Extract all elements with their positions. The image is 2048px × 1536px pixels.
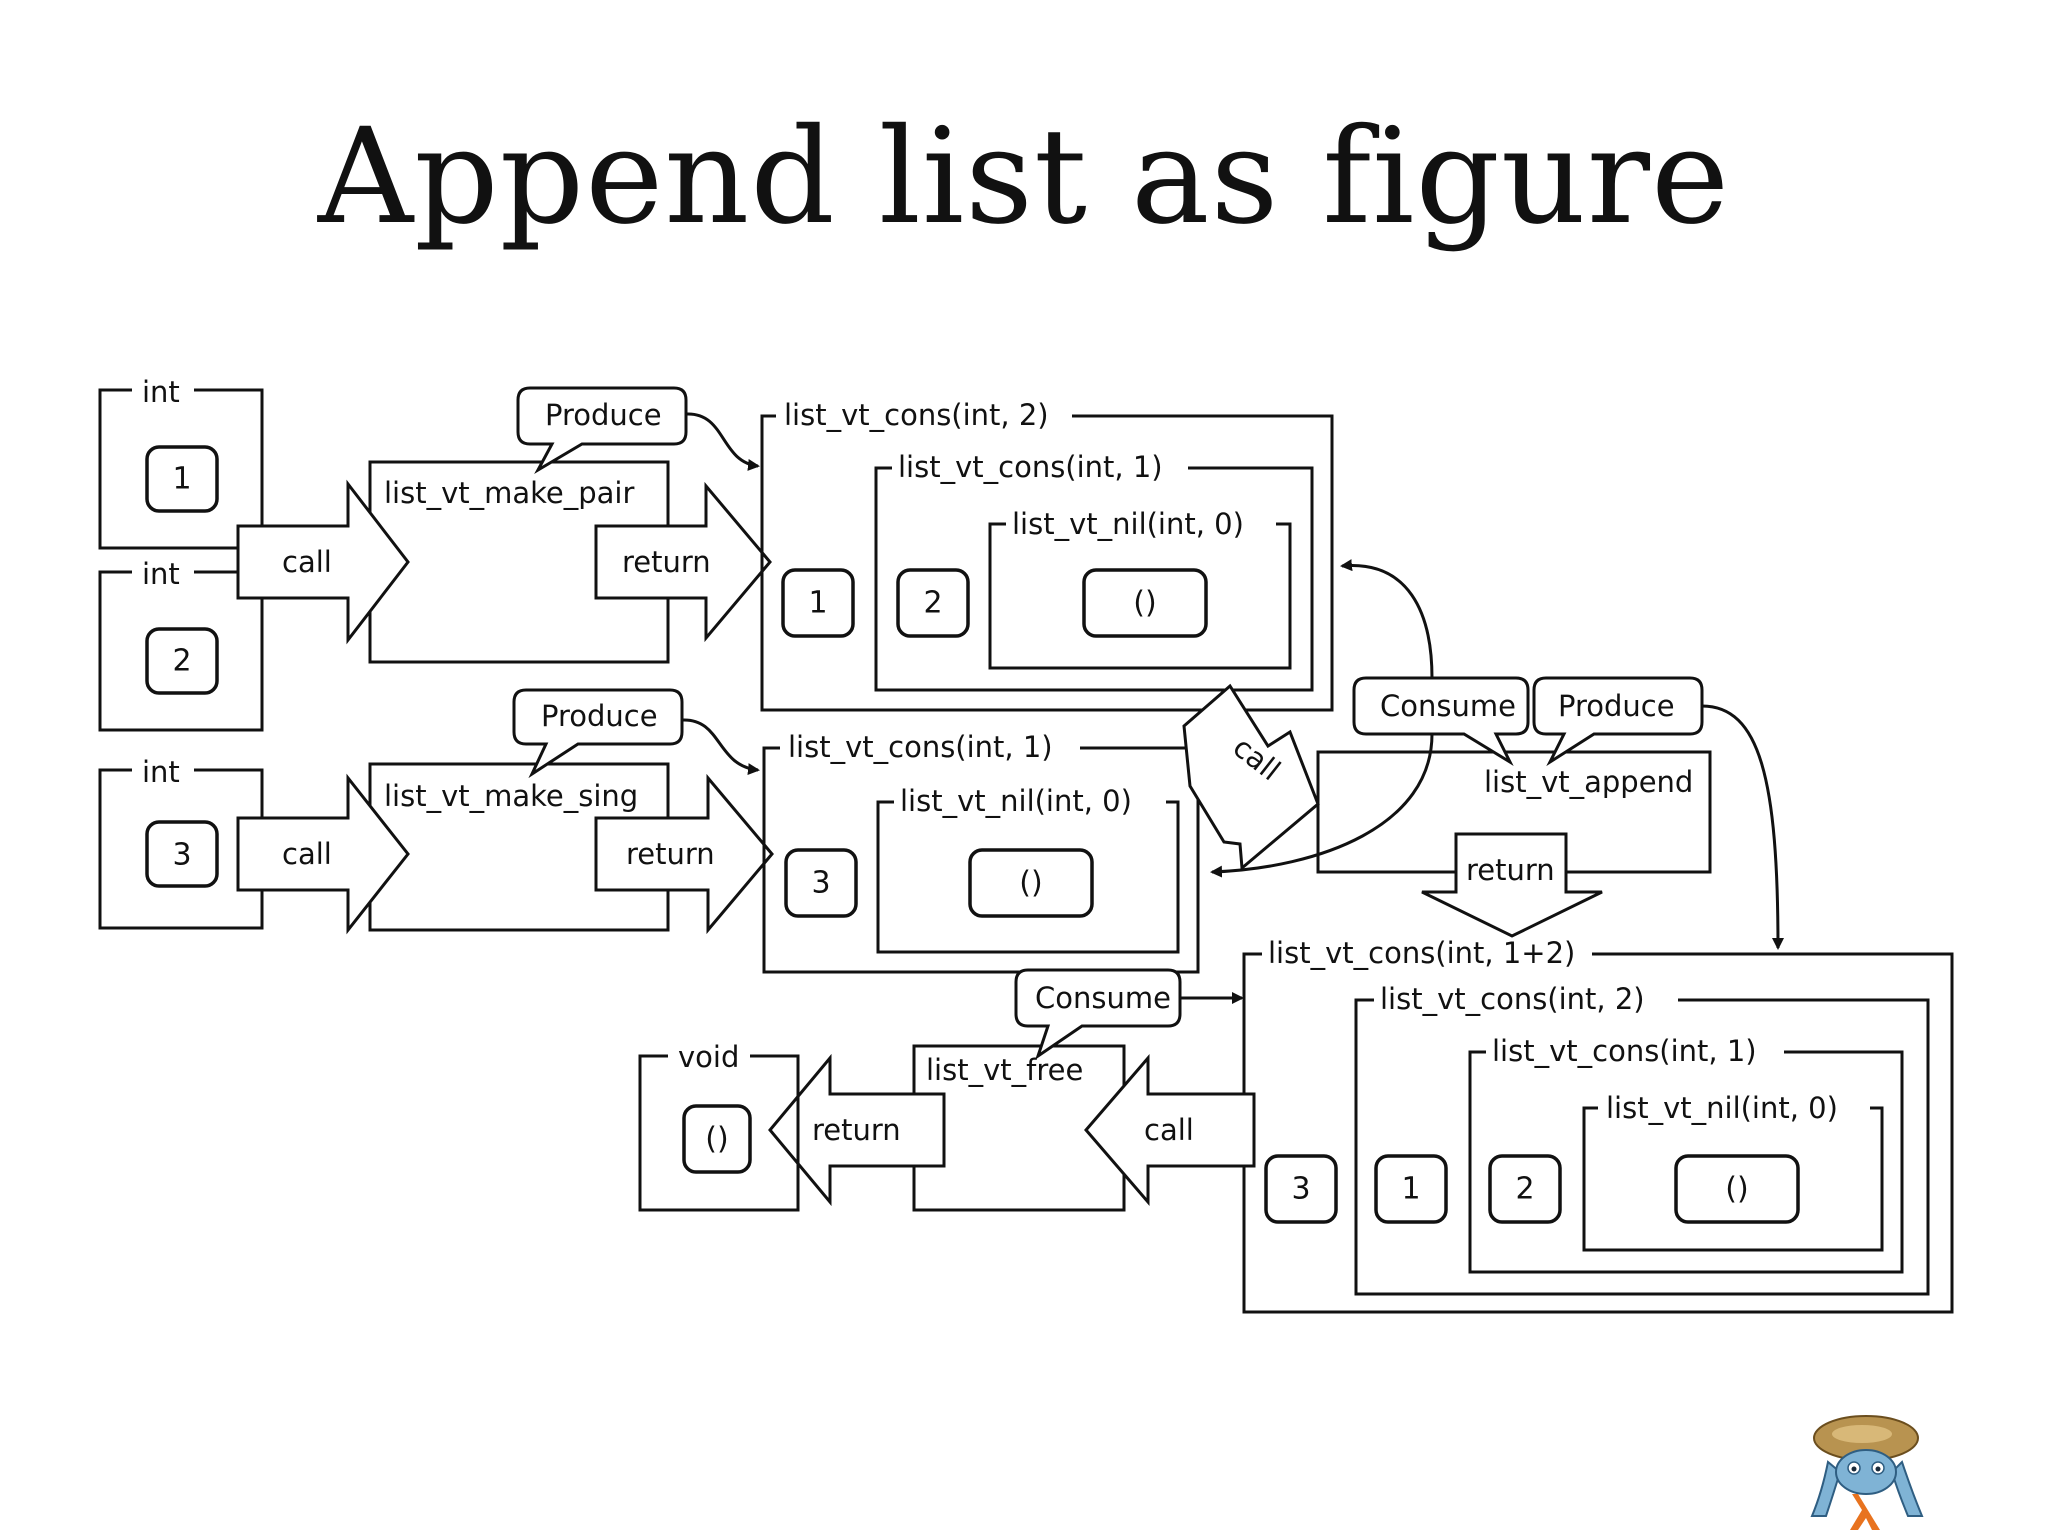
sing-value-3: 3 [811, 866, 830, 901]
appended-result-list: list_vt_cons(int, 1+2) 3 list_vt_cons(in… [1242, 936, 1954, 1314]
return-arrow-sing: return [594, 773, 774, 935]
produce-label-append: Produce [1558, 689, 1675, 723]
call-arrow-free: call [1084, 1053, 1256, 1207]
consume-label-append: Consume [1380, 689, 1516, 723]
result-value-2: 2 [1515, 1172, 1534, 1207]
append-label: list_vt_append [1484, 765, 1693, 799]
int-label-1: int [142, 375, 180, 409]
consume-bubble-append: Consume [1352, 676, 1530, 766]
result-cons-1-label: list_vt_cons(int, 1) [1492, 1034, 1757, 1068]
make-pair-label: list_vt_make_pair [384, 476, 634, 510]
pair-cons-2-label: list_vt_cons(int, 2) [784, 398, 1049, 432]
call-label-sing: call [282, 837, 332, 871]
pair-unit: () [1133, 586, 1156, 621]
void-unit: () [705, 1122, 728, 1157]
ats-crab-logo-icon [1810, 1415, 1924, 1530]
append-return-label: return [1466, 853, 1555, 887]
consume-label-free: Consume [1035, 981, 1171, 1015]
return-arrow-pair: return [594, 481, 772, 643]
pair-nil-label: list_vt_nil(int, 0) [1012, 507, 1244, 541]
call-label-pair: call [282, 545, 332, 579]
int-label-3: int [142, 755, 180, 789]
pair-cons-1-label: list_vt_cons(int, 1) [898, 450, 1163, 484]
return-label-pair: return [622, 545, 711, 579]
result-value-3: 3 [1291, 1172, 1310, 1207]
pair-result-list: list_vt_cons(int, 2) 1 list_vt_cons(int,… [760, 398, 1334, 712]
produce-bubble-append: Produce [1532, 676, 1704, 767]
result-cons-3-label: list_vt_cons(int, 1+2) [1268, 936, 1575, 970]
append-call-arrow: call [1182, 683, 1320, 872]
produce-bubble-sing: Produce [512, 688, 760, 779]
int-cell-1 [145, 445, 219, 513]
int-cell-2 [145, 627, 219, 695]
make-sing-label: list_vt_make_sing [384, 779, 638, 813]
pair-value-1: 1 [808, 586, 827, 621]
return-label-sing: return [626, 837, 715, 871]
append-function: list_vt_append [1316, 750, 1712, 874]
call-label-free: call [1144, 1113, 1194, 1147]
free-label: list_vt_free [926, 1053, 1083, 1087]
result-unit: () [1725, 1172, 1748, 1207]
return-label-free: return [812, 1113, 901, 1147]
produce-label-sing: Produce [541, 699, 658, 733]
int-value-1: 1 [172, 462, 191, 497]
result-cons-2-label: list_vt_cons(int, 2) [1380, 982, 1645, 1016]
void-label: void [678, 1040, 739, 1074]
int-label-2: int [142, 557, 180, 591]
void-box: void () [638, 1040, 800, 1212]
int-box-2: int 2 [98, 557, 264, 732]
consume-bubble-free: Consume [1014, 968, 1244, 1060]
slide-title: Append list as figure [317, 100, 1731, 254]
return-arrow-free: return [768, 1053, 946, 1207]
sing-result-list: list_vt_cons(int, 1) 3 list_vt_nil(int, … [762, 730, 1200, 974]
sing-nil-label: list_vt_nil(int, 0) [900, 784, 1132, 818]
result-value-1: 1 [1401, 1172, 1420, 1207]
int-cell-3 [145, 820, 219, 888]
int-value-2: 2 [172, 644, 191, 679]
sing-cons-1-label: list_vt_cons(int, 1) [788, 730, 1053, 764]
append-return-arrow: return [1421, 832, 1603, 938]
int-box-1: int 1 [98, 375, 264, 550]
produce-label-pair: Produce [545, 398, 662, 432]
int-value-3: 3 [172, 838, 191, 873]
call-arrow-sing: call [236, 773, 410, 935]
sing-unit: () [1019, 866, 1042, 901]
pair-value-2: 2 [923, 586, 942, 621]
call-arrow-pair: call [236, 479, 410, 645]
append-connectors [1210, 559, 1784, 950]
result-nil-label: list_vt_nil(int, 0) [1606, 1091, 1838, 1125]
free-function: list_vt_free [912, 1044, 1126, 1212]
produce-bubble-pair: Produce [516, 386, 760, 475]
